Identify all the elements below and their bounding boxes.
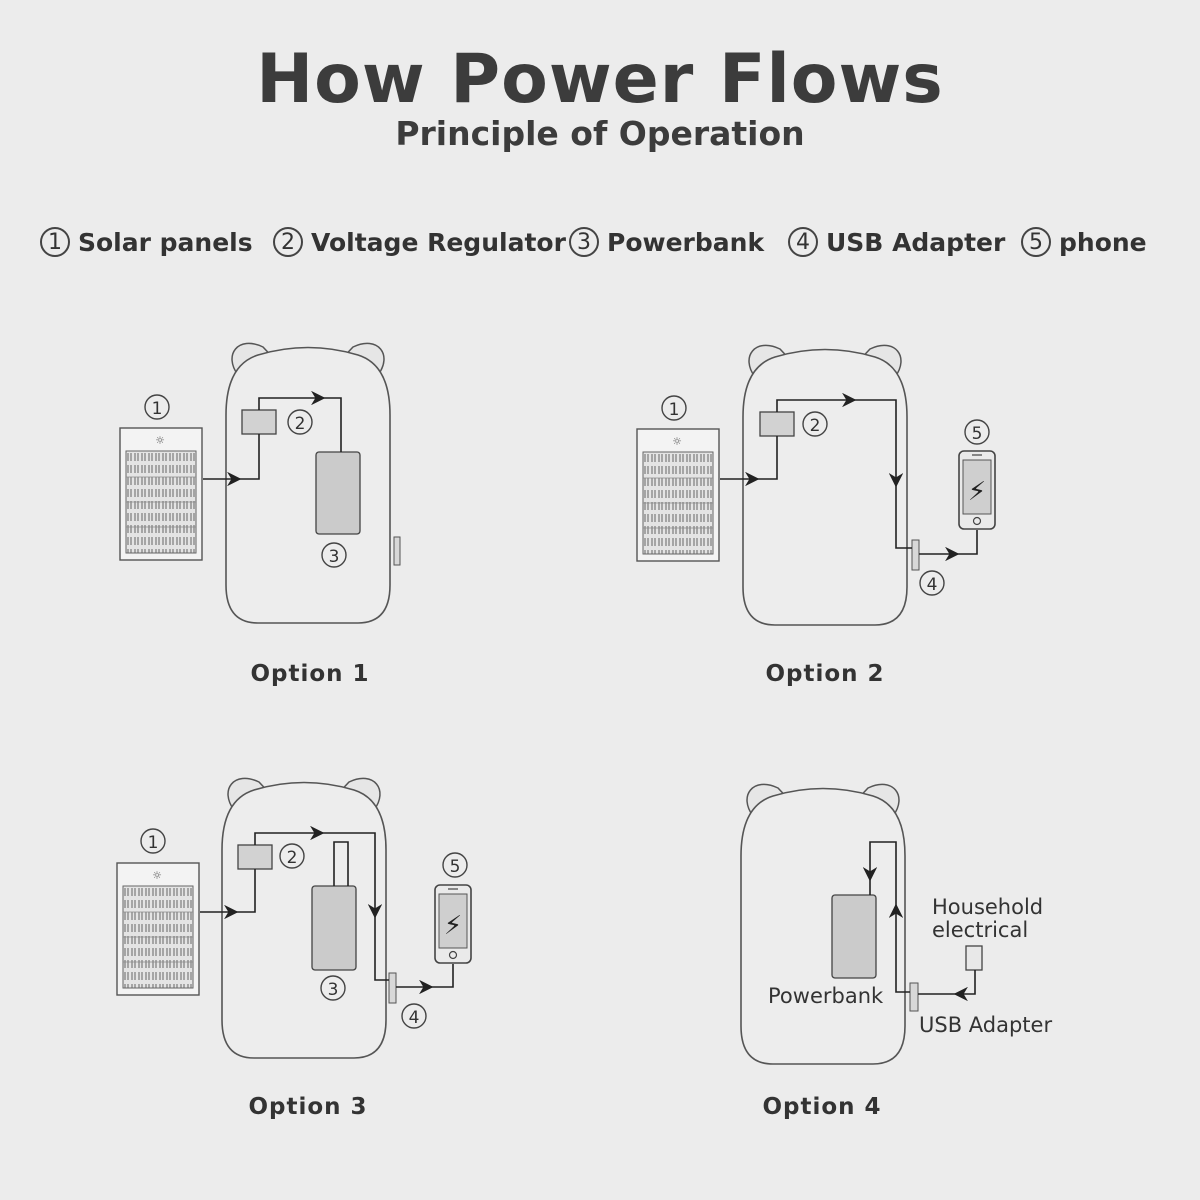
marker-4: 4 bbox=[409, 1008, 420, 1028]
option-4-label: Option 4 bbox=[762, 1094, 882, 1120]
marker-3: 3 bbox=[329, 547, 340, 567]
bolt-icon: ⚡ bbox=[444, 911, 462, 941]
legend-number: 2 bbox=[273, 227, 303, 257]
wall-plug bbox=[965, 945, 983, 971]
marker-circle bbox=[320, 975, 346, 1001]
legend-item-solar-panels: 1 Solar panels bbox=[40, 224, 253, 260]
bolt-icon: ⚡ bbox=[968, 477, 986, 507]
marker-circle bbox=[964, 419, 990, 445]
solar-panel bbox=[119, 427, 203, 561]
backpack bbox=[225, 342, 391, 624]
option-1-label: Option 1 bbox=[250, 661, 370, 687]
option-2-diagram: ☼ ⚡ 1 2 5 4 bbox=[636, 344, 996, 626]
legend-label: Voltage Regulator bbox=[311, 227, 566, 257]
legend-number: 3 bbox=[569, 227, 599, 257]
marker-1: 1 bbox=[148, 833, 159, 853]
powerbank bbox=[311, 885, 357, 971]
option-1-diagram: ☼ 1 2 3 bbox=[119, 342, 401, 624]
legend-item-phone: 5 phone bbox=[1021, 224, 1147, 260]
sun-logo-icon: ☼ bbox=[155, 434, 165, 447]
legend-item-voltage-regulator: 2 Voltage Regulator bbox=[273, 224, 566, 260]
flow-arrow bbox=[862, 841, 897, 905]
backpack bbox=[221, 777, 387, 1059]
household-label-line2: electrical bbox=[932, 918, 1029, 942]
option-3-label: Option 3 bbox=[248, 1094, 368, 1120]
powerbank bbox=[315, 451, 361, 535]
option-2-label: Option 2 bbox=[765, 661, 885, 687]
marker-1: 1 bbox=[152, 399, 163, 419]
marker-circle bbox=[401, 1003, 427, 1029]
option-4-diagram bbox=[740, 783, 983, 1065]
legend-label: phone bbox=[1059, 227, 1147, 257]
legend-item-powerbank: 3 Powerbank bbox=[569, 224, 764, 260]
page-subtitle: Principle of Operation bbox=[395, 114, 805, 153]
marker-circle bbox=[442, 852, 468, 878]
flow-line bbox=[758, 436, 778, 480]
marker-2: 2 bbox=[810, 416, 821, 436]
voltage-regulator bbox=[241, 409, 277, 435]
legend-number: 4 bbox=[788, 227, 818, 257]
flow-arrow bbox=[776, 392, 857, 412]
marker-2: 2 bbox=[295, 414, 306, 434]
marker-2: 2 bbox=[287, 848, 298, 868]
household-label-line1: Household bbox=[932, 895, 1044, 919]
usb-port bbox=[911, 539, 920, 571]
marker-circle bbox=[279, 843, 305, 869]
marker-circle bbox=[802, 411, 828, 437]
flow-arrow bbox=[953, 970, 976, 1002]
voltage-regulator bbox=[759, 411, 795, 437]
usb-port bbox=[388, 972, 397, 1004]
backpack bbox=[740, 783, 906, 1065]
legend-number: 5 bbox=[1021, 227, 1051, 257]
powerbank bbox=[831, 894, 877, 979]
usb-port bbox=[393, 536, 401, 566]
flow-line bbox=[237, 869, 256, 913]
marker-circle bbox=[140, 828, 166, 854]
usb-port bbox=[909, 982, 919, 1012]
flow-arrow bbox=[323, 832, 383, 919]
flow-arrow bbox=[888, 903, 910, 993]
marker-circle bbox=[661, 395, 687, 421]
flow-line bbox=[432, 964, 454, 988]
powerbank-label: Powerbank bbox=[768, 984, 884, 1008]
legend-item-usb-adapter: 4 USB Adapter bbox=[788, 224, 1005, 260]
flow-line bbox=[374, 917, 389, 981]
flow-line bbox=[324, 397, 342, 452]
legend-label: Solar panels bbox=[78, 227, 253, 257]
usb-adapter-label: USB Adapter bbox=[919, 1013, 1053, 1037]
marker-4: 4 bbox=[927, 575, 938, 595]
backpack bbox=[742, 344, 908, 626]
flow-line bbox=[895, 486, 912, 549]
marker-5: 5 bbox=[972, 424, 983, 444]
flow-line bbox=[333, 841, 349, 886]
solar-panel bbox=[116, 862, 200, 996]
marker-5: 5 bbox=[450, 857, 461, 877]
marker-circle bbox=[919, 570, 945, 596]
flow-arrow bbox=[855, 399, 904, 488]
option-3-diagram: ☼ ⚡ 1 2 3 5 4 bbox=[116, 777, 472, 1059]
solar-panel bbox=[636, 428, 720, 562]
sun-logo-icon: ☼ bbox=[152, 869, 162, 882]
marker-circle bbox=[287, 409, 313, 435]
voltage-regulator bbox=[237, 844, 273, 870]
marker-1: 1 bbox=[669, 400, 680, 420]
legend-number: 1 bbox=[40, 227, 70, 257]
marker-3: 3 bbox=[328, 980, 339, 1000]
sun-logo-icon: ☼ bbox=[672, 435, 682, 448]
page-title: How Power Flows bbox=[256, 40, 944, 119]
flow-arrow bbox=[254, 825, 325, 845]
flow-arrow bbox=[258, 390, 326, 410]
flow-line bbox=[240, 434, 260, 480]
marker-circle bbox=[321, 542, 347, 568]
legend-label: Powerbank bbox=[607, 227, 765, 257]
legend-label: USB Adapter bbox=[826, 227, 1006, 257]
flow-line bbox=[958, 530, 978, 555]
marker-circle bbox=[144, 394, 170, 420]
